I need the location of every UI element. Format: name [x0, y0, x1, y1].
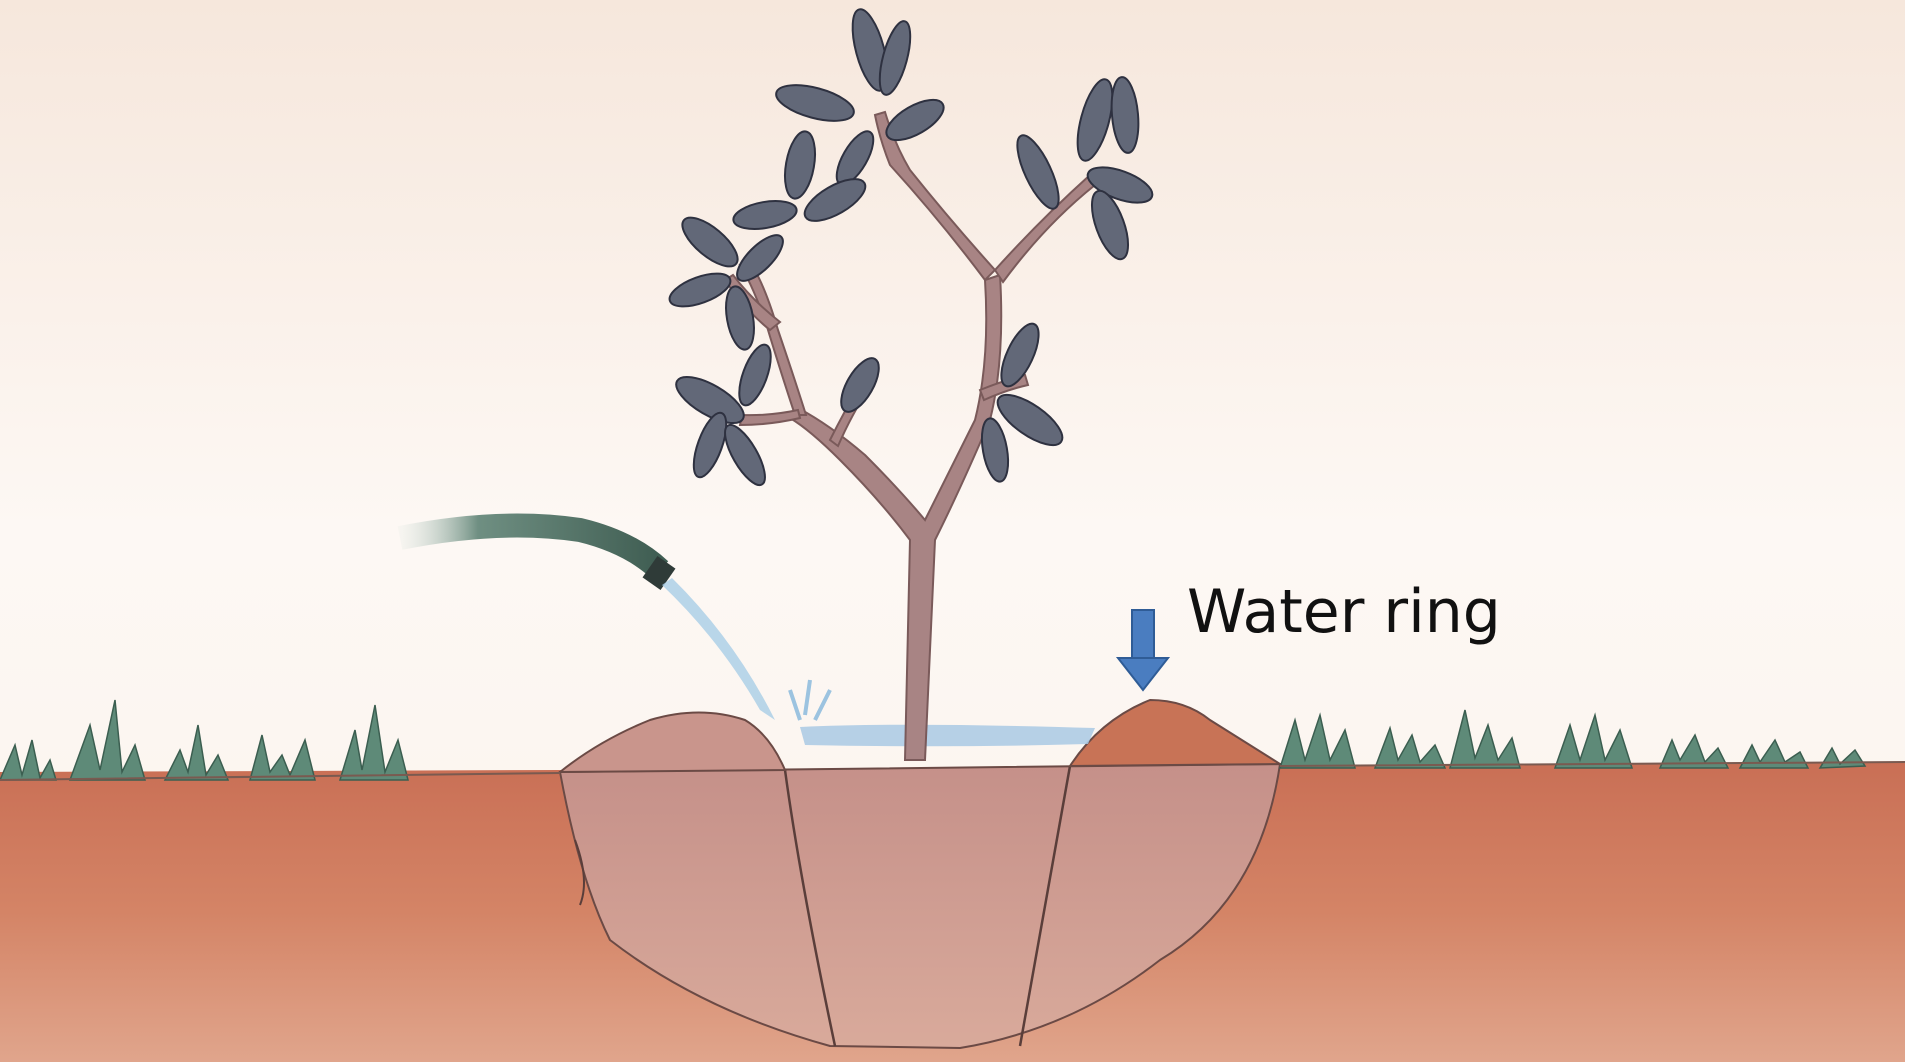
water-pool [800, 725, 1095, 747]
water-ring-label: Water ring [1187, 582, 1501, 642]
